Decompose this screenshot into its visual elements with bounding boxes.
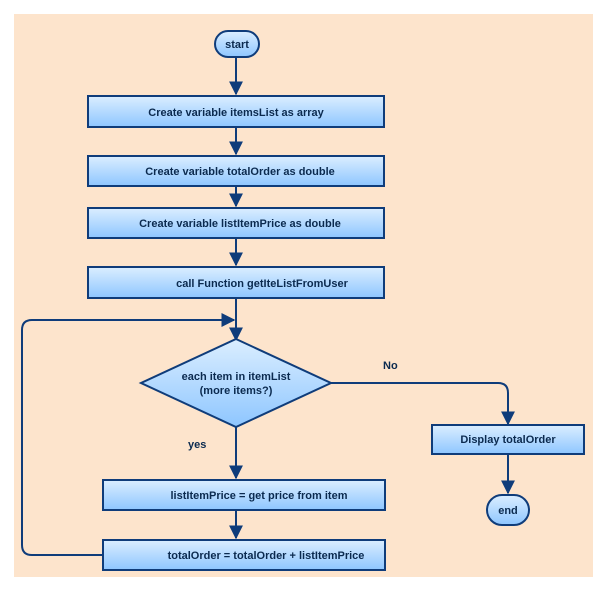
create-items-list-label: Create variable itemsList as array xyxy=(148,107,324,119)
edge-decision-to-display-total xyxy=(331,382,515,426)
get-price-label: listItemPrice = get price from item xyxy=(171,490,348,502)
edge-update-total-loop-back xyxy=(21,313,236,556)
create-items-list-node: Create variable itemsList as array xyxy=(87,95,385,128)
create-list-item-price-label: Create variable listItemPrice as double xyxy=(139,218,341,230)
decision-node: each item in itemList (more items?) xyxy=(138,337,334,429)
call-function-label: call Function getIteListFromUser xyxy=(176,278,348,290)
update-total-label: totalOrder = totalOrder + listItemPrice xyxy=(168,550,365,562)
display-total-label: Display totalOrder xyxy=(460,434,556,446)
update-total-node: totalOrder = totalOrder + listItemPrice xyxy=(102,539,386,571)
start-label: start xyxy=(225,39,249,51)
edge-label-no: No xyxy=(383,360,398,372)
start-node: start xyxy=(214,30,260,58)
decision-label-line-2: (more items?) xyxy=(200,385,273,397)
create-list-item-price-node: Create variable listItemPrice as double xyxy=(87,207,385,239)
display-total-node: Display totalOrder xyxy=(431,424,585,455)
create-total-order-node: Create variable totalOrder as double xyxy=(87,155,385,187)
call-function-node: call Function getIteListFromUser xyxy=(87,266,385,299)
create-total-order-label: Create variable totalOrder as double xyxy=(145,166,335,178)
end-label: end xyxy=(498,505,518,517)
end-node: end xyxy=(486,494,530,526)
decision-label-line-1: each item in itemList xyxy=(182,371,291,383)
get-price-node: listItemPrice = get price from item xyxy=(102,479,386,511)
edge-label-yes: yes xyxy=(188,439,206,451)
